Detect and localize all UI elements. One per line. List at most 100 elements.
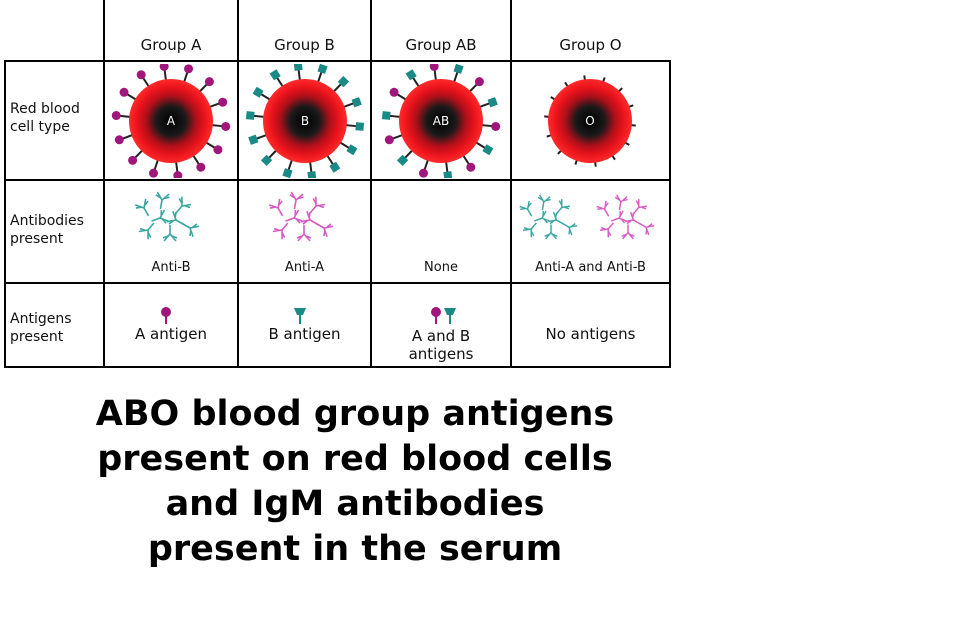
a-antigen-marker (173, 171, 183, 178)
caption-line: ABO blood group antigens (95, 394, 615, 434)
grid-line (103, 0, 105, 368)
antibody-y (621, 224, 635, 240)
grid-line (4, 366, 671, 368)
antigen-caption-a: A antigen (134, 325, 208, 343)
a-antigen-marker (184, 64, 194, 74)
cell-spike (461, 154, 471, 166)
cell-spike (267, 148, 278, 159)
column-header-group-o: Group O (559, 36, 622, 54)
b-antigen-marker (260, 154, 273, 167)
row-label-line: cell type (10, 119, 70, 135)
cell-label: A (167, 114, 176, 128)
b-antigen-marker (346, 144, 358, 156)
a-antigen-marker (148, 168, 158, 178)
a-antigen-marker (204, 77, 214, 87)
cell-spike (325, 154, 335, 166)
b-antigen-marker (252, 86, 264, 98)
b-antigen-marker (381, 111, 391, 120)
row-label-rbc: Red blood cell type (10, 100, 80, 136)
antibody-y (296, 225, 312, 242)
cell-spike (182, 71, 189, 84)
a-antigen-marker (389, 87, 399, 97)
a-antigen-marker (418, 168, 428, 178)
cell-body (548, 79, 632, 163)
cell-label: B (301, 114, 309, 128)
antibody-y (544, 224, 558, 240)
row-label-line: Antibodies (10, 213, 84, 229)
antibody-y (155, 191, 170, 210)
antibody-caption-o: Anti-A and Anti-B (535, 260, 646, 275)
antibody-y (272, 222, 289, 240)
grid-line (370, 0, 372, 368)
a-antigen-marker (114, 135, 124, 145)
antibody-y (162, 225, 178, 242)
caption-line: present on red blood cells (97, 439, 613, 479)
anti-b-antibodies-icon (519, 194, 578, 240)
antibody-y (175, 196, 192, 214)
a-antigen-marker (119, 87, 129, 97)
caption-line: and IgM antibodies (165, 484, 545, 524)
row-label-line: Red blood (10, 101, 80, 117)
b-antigen-marker (355, 122, 365, 131)
a-and-b-antigen-icon (431, 307, 456, 324)
a-antigen-marker (128, 155, 138, 165)
row-label-line: present (10, 231, 64, 247)
rbc-cell-o: O (544, 75, 636, 167)
column-header-group-a: Group A (140, 36, 202, 54)
b-antigen-marker (453, 64, 464, 74)
antigen-caption-o: No antigens (545, 325, 636, 343)
antibody-y (135, 198, 150, 217)
b-antigen-marker (269, 69, 281, 81)
b-antigen-marker (487, 97, 498, 108)
row-label-antibodies: Antibodies present (10, 212, 84, 248)
a-antigen-icon (161, 307, 171, 324)
cell-label: AB (433, 114, 449, 128)
grid-line (237, 0, 239, 368)
cell-spike (308, 160, 313, 173)
antibody-y (596, 200, 610, 217)
antibody-y (151, 209, 169, 224)
b-antigen-marker (443, 171, 453, 178)
antibody-y (556, 199, 571, 215)
b-antigen-marker (293, 64, 303, 71)
b-antigen-marker (282, 168, 293, 178)
antigen-caption-line: A and B (411, 327, 471, 345)
antibody-y (534, 210, 551, 224)
anti-a-antibodies-icon (269, 191, 334, 242)
b-antigen-marker (482, 144, 494, 156)
cell-body (263, 79, 347, 163)
antibody-y (285, 209, 303, 224)
figure-caption: ABO blood group antigens present on red … (0, 392, 710, 572)
caption-line: present in the serum (147, 529, 563, 569)
b-antigen-marker (405, 69, 417, 81)
grid-line (669, 61, 671, 368)
row-label-line: Antigens (10, 311, 72, 327)
antibody-caption-ab: None (424, 260, 458, 275)
antibody-y (315, 222, 334, 237)
antibody-y (548, 211, 564, 225)
b-antigen-icon (294, 308, 306, 324)
cell-spike (411, 76, 421, 88)
b-antigen-marker (396, 154, 409, 167)
a-antigen-marker (474, 77, 484, 87)
rbc-cell-a: A (111, 64, 231, 178)
grid-line (4, 61, 6, 368)
a-antigen-marker (213, 145, 223, 155)
b-antigen-marker (307, 171, 317, 178)
a-antigen-marker (491, 121, 501, 131)
a-antigen-marker (384, 135, 394, 145)
cell-spike (191, 154, 201, 166)
antigen-caption-ab: A and B antigens (372, 327, 510, 363)
antibody-y (309, 196, 326, 214)
antibody-y (519, 200, 533, 217)
grid-line (4, 60, 671, 62)
rbc-cell-b: B (245, 64, 365, 178)
cell-label: O (585, 114, 594, 128)
a-antigen-marker (218, 97, 228, 107)
antibody-y (537, 194, 551, 211)
grid-line (4, 179, 671, 181)
anti-a-antibodies-icon (596, 194, 655, 240)
column-header-group-ab: Group AB (405, 36, 477, 54)
antibody-y (138, 222, 155, 240)
cell-spike (141, 76, 151, 88)
